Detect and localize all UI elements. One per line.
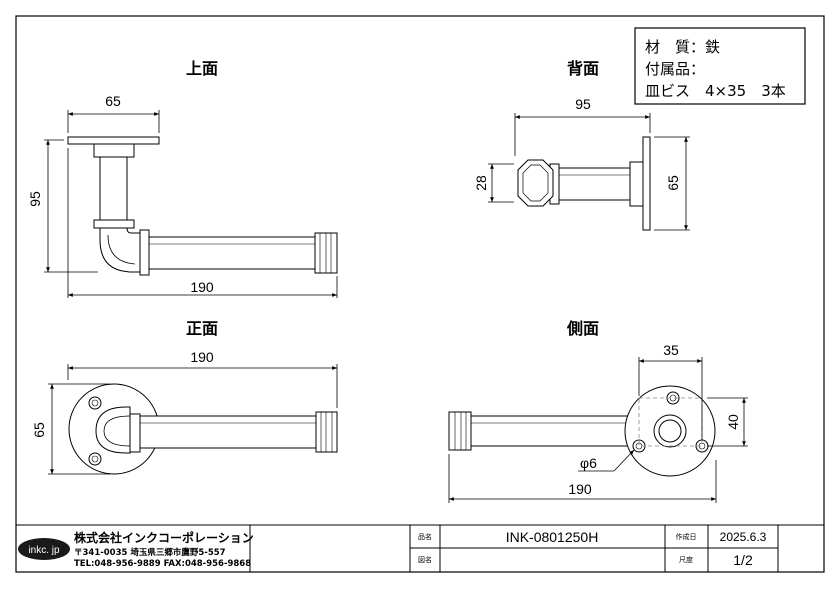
front-view-dimensions xyxy=(48,364,338,475)
dim-top-width: 65 xyxy=(105,93,121,109)
label-date: 作成日 xyxy=(676,532,697,541)
top-view xyxy=(67,136,338,276)
front-view xyxy=(68,383,338,475)
label-product: 品名 xyxy=(418,532,432,541)
side-view xyxy=(448,385,716,477)
dim-back-height: 65 xyxy=(665,175,681,191)
label-drawing: 図名 xyxy=(418,555,432,564)
view-title-top: 上面 xyxy=(186,59,218,78)
dim-front-length: 190 xyxy=(190,349,214,365)
dim-side-height: 40 xyxy=(725,414,741,430)
dim-top-height: 95 xyxy=(27,191,43,207)
dim-back-length: 95 xyxy=(575,96,591,112)
drawing-scale: 1/2 xyxy=(733,552,753,568)
view-title-back: 背面 xyxy=(567,59,599,78)
dim-back-small: 28 xyxy=(473,175,489,191)
top-view-dimensions xyxy=(44,110,338,298)
dim-side-hole: φ6 xyxy=(580,455,597,471)
dim-side-length: 190 xyxy=(568,481,592,497)
accessories-line: 付属品： xyxy=(645,60,705,78)
company-address: 〒341-0035 埼玉県三郷市鷹野5-557 xyxy=(74,547,226,558)
dim-top-length: 190 xyxy=(190,279,214,295)
company-name: 株式会社インクコーポレーション xyxy=(74,530,254,545)
dim-front-height: 65 xyxy=(31,422,47,438)
material-box: 材 質：鉄 付属品： 皿ビス 4×35 3本 xyxy=(634,27,806,105)
product-code: INK-0801250H xyxy=(506,529,599,545)
company-logo: inkc. jp xyxy=(18,538,70,560)
title-block xyxy=(15,524,825,573)
material-line: 材 質：鉄 xyxy=(645,38,720,56)
back-view xyxy=(517,136,651,231)
back-view-dimensions xyxy=(488,113,690,231)
side-view-dimensions xyxy=(448,357,748,503)
drawing-date: 2025.6.3 xyxy=(720,530,767,544)
view-title-side: 側面 xyxy=(566,319,599,338)
company-contact: TEL:048-956-9889 FAX:048-956-9868 xyxy=(74,559,251,569)
label-scale: 尺度 xyxy=(679,555,693,564)
view-title-front: 正面 xyxy=(186,319,218,338)
dim-side-width: 35 xyxy=(663,342,679,358)
screws-line: 皿ビス 4×35 3本 xyxy=(645,82,786,100)
svg-text:inkc. jp: inkc. jp xyxy=(28,545,60,556)
